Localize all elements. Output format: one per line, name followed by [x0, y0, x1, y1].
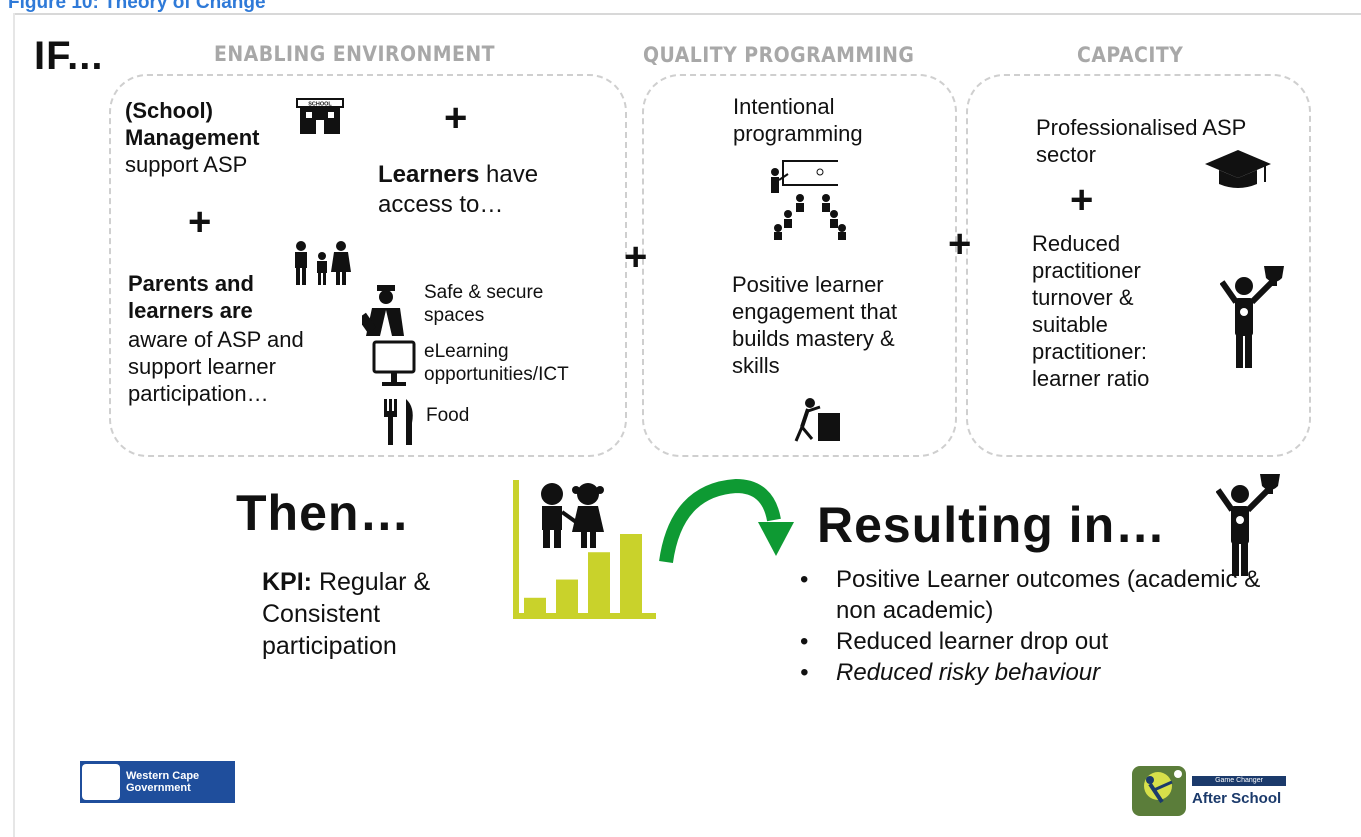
- family-icon: [292, 240, 352, 291]
- figure-caption: Figure 10: Theory of Change: [8, 0, 266, 13]
- positive-engagement-text: Positive learner engagement that builds …: [732, 272, 898, 378]
- access-item-safe-spaces: Safe & secure spaces: [424, 282, 544, 326]
- school-building-icon: SCHOOL: [294, 94, 346, 139]
- wcg-logo-text: Western Cape Government: [126, 770, 200, 794]
- graduation-cap-icon: [1203, 148, 1273, 195]
- section-quality-programming: QUALITY PROGRAMMING: [643, 43, 915, 67]
- bar-0: [524, 597, 546, 616]
- plus-icon: +: [188, 200, 212, 244]
- resulting-in-label: Resulting in…: [817, 497, 1167, 553]
- top-divider: [14, 13, 1361, 15]
- school-management-heading: (School) Management: [125, 98, 260, 150]
- kpi-detail: Regular & Consistent participation: [262, 568, 431, 660]
- if-label: IF...: [34, 34, 104, 78]
- bar-3: [620, 534, 642, 616]
- participation-bar-graphic: [512, 478, 658, 625]
- plus-icon: +: [624, 235, 648, 279]
- school-management-text: (School) Management support ASP: [125, 97, 295, 178]
- kpi-text: KPI: Regular & Consistent participation: [262, 566, 502, 662]
- document-header: Figure 10: Theory of Change: [0, 0, 1361, 14]
- after-school-logo: Game Changer After School: [1128, 762, 1294, 820]
- children-holding-hands-icon: [541, 483, 604, 548]
- parents-learners-detail: aware of ASP and support learner partici…: [128, 327, 304, 406]
- plus-icon: +: [444, 96, 468, 140]
- access-item-food: Food: [426, 405, 470, 426]
- outcome-item: Reduced risky behaviour: [794, 657, 1274, 688]
- outcome-item: Positive Learner outcomes (academic & no…: [794, 564, 1274, 626]
- climbing-person-icon: [792, 395, 842, 448]
- intentional-programming-text: Intentional programming: [733, 94, 863, 146]
- left-frame-line: [13, 13, 15, 837]
- section-enabling-environment: ENABLING ENVIRONMENT: [214, 42, 496, 66]
- bar-2: [588, 552, 610, 616]
- classroom-teacher-icon: [768, 156, 852, 245]
- western-cape-government-logo: Western Cape Government: [80, 761, 235, 803]
- security-guard-icon: [357, 284, 408, 341]
- plus-icon: +: [1070, 178, 1094, 222]
- learners-access-text: Learners have access to…: [378, 160, 578, 220]
- learners-detail: have access to…: [378, 161, 539, 218]
- game-changer-tag: Game Changer: [1192, 776, 1286, 786]
- capacity-panel: [966, 74, 1311, 457]
- trophy-winner-icon: [1215, 472, 1290, 583]
- enabling-environment-panel: [109, 74, 627, 457]
- professionalised-sector-text: Professionalised ASP sector: [1036, 115, 1246, 167]
- then-label: Then…: [236, 485, 411, 541]
- section-capacity: CAPACITY: [1077, 43, 1184, 67]
- computer-monitor-icon: [372, 340, 416, 395]
- quality-programming-panel: [642, 74, 957, 457]
- parents-learners-heading: Parents and learners are: [128, 271, 254, 323]
- learners-heading: Learners: [378, 161, 480, 188]
- outcomes-list: Positive Learner outcomes (academic & no…: [794, 564, 1274, 688]
- outcome-item: Reduced learner drop out: [794, 626, 1274, 657]
- kpi-label: KPI:: [262, 568, 312, 596]
- curved-arrow-icon: [656, 470, 796, 575]
- trophy-winner-icon: [1219, 264, 1294, 375]
- after-school-text: After School: [1192, 790, 1282, 807]
- school-sign-text: SCHOOL: [308, 102, 332, 108]
- food-utensils-icon: [382, 397, 416, 450]
- bar-1: [556, 579, 578, 616]
- school-management-detail: support ASP: [125, 152, 248, 177]
- access-item-elearning: eLearning opportunities/ICT: [424, 341, 569, 385]
- parents-learners-text: Parents and learners are aware of ASP an…: [128, 270, 368, 407]
- plus-icon: +: [948, 222, 972, 266]
- after-school-emblem-icon: [1132, 766, 1186, 816]
- coat-of-arms-icon: [82, 764, 120, 800]
- reduced-turnover-text: Reduced practitioner turnover & suitable…: [1032, 231, 1150, 391]
